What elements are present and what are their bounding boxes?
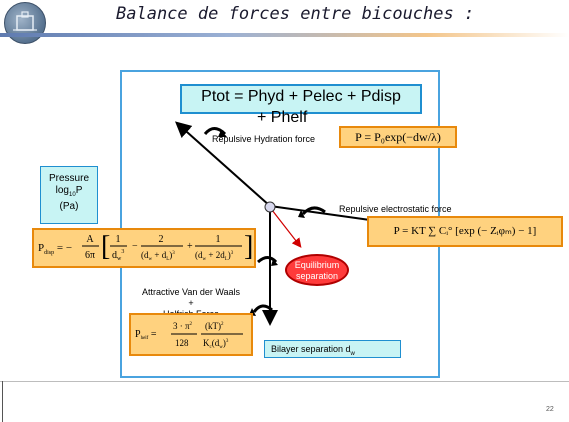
svg-text:+: + bbox=[187, 241, 193, 252]
svg-text:−: − bbox=[132, 241, 138, 252]
footer-left-rule bbox=[2, 381, 3, 422]
svg-text:(dw + dL)3: (dw + dL)3 bbox=[141, 250, 175, 262]
helfrich-term: + Phelf bbox=[257, 109, 308, 126]
university-seal-icon bbox=[4, 2, 46, 44]
hydration-force-line bbox=[175, 121, 271, 207]
equilibrium-separation-marker: Equilibrium separation bbox=[285, 254, 349, 286]
hydration-force-label: Repulsive Hydration force bbox=[212, 134, 316, 144]
hydration-curved-arrow bbox=[203, 127, 227, 136]
bilayer-separation-axis-label: Bilayer separation dw bbox=[264, 340, 401, 358]
equilibrium-arrow bbox=[271, 209, 302, 248]
electrostatic-force-line bbox=[269, 205, 371, 221]
svg-text:(kT)2: (kT)2 bbox=[205, 321, 224, 331]
hydration-equation: P = P₀exp(−dᴡ/λ) bbox=[339, 126, 457, 148]
svg-text:3 · π2: 3 · π2 bbox=[173, 321, 193, 331]
pressure-axis-label: Pressure log10P (Pa) bbox=[40, 166, 98, 224]
svg-text:(dw + 2dL)3: (dw + 2dL)3 bbox=[195, 250, 234, 262]
svg-text:dw3: dw3 bbox=[112, 249, 124, 262]
svg-text:A: A bbox=[86, 234, 94, 245]
total-pressure-equation: Ptot = Phyd + Pelec + Pdisp bbox=[180, 84, 422, 114]
svg-text:1: 1 bbox=[116, 234, 121, 245]
svg-text:1: 1 bbox=[216, 234, 221, 245]
svg-text:Kc(dw)3: Kc(dw)3 bbox=[203, 338, 229, 350]
svg-text:128: 128 bbox=[175, 338, 189, 348]
dispersion-equation: Pdisp = − A 6π [ 1 dw3 − 2 (dw + dL)3 + … bbox=[32, 228, 256, 268]
slide-title: Balance de forces entre bicouches : bbox=[116, 4, 475, 24]
intersection-point bbox=[264, 201, 276, 213]
footer-rule bbox=[0, 381, 569, 382]
helfrich-equation: Phelf = 3 · π2 128 (kT)2 Kc(dw)3 bbox=[129, 313, 253, 356]
svg-text:2: 2 bbox=[159, 234, 164, 245]
svg-text:Phelf =: Phelf = bbox=[135, 329, 157, 341]
svg-text:[: [ bbox=[101, 231, 110, 262]
svg-text:6π: 6π bbox=[85, 250, 95, 261]
electrostatic-curved-arrow bbox=[301, 206, 326, 216]
electrostatic-equation: P = KT ∑ Cᵢ° [exp (− Zᵢφₘ) − 1] bbox=[367, 216, 563, 247]
page-number: 22 bbox=[546, 406, 554, 413]
pressure-line1: Pressure bbox=[48, 173, 89, 184]
pressure-line2: log10P bbox=[55, 185, 83, 198]
svg-text:Pdisp = −: Pdisp = − bbox=[38, 242, 72, 256]
electrostatic-force-label: Repulsive electrostatic force bbox=[339, 204, 452, 214]
title-underline bbox=[0, 33, 569, 37]
pressure-line3: (Pa) bbox=[59, 201, 79, 212]
svg-text:]: ] bbox=[244, 231, 253, 262]
vdw-curved-arrow-bottom bbox=[252, 304, 274, 313]
equilibrium-line2: separation bbox=[295, 271, 339, 281]
equilibrium-line1: Equilibrium bbox=[294, 260, 340, 270]
vdw-curved-arrow-top bbox=[256, 256, 278, 264]
